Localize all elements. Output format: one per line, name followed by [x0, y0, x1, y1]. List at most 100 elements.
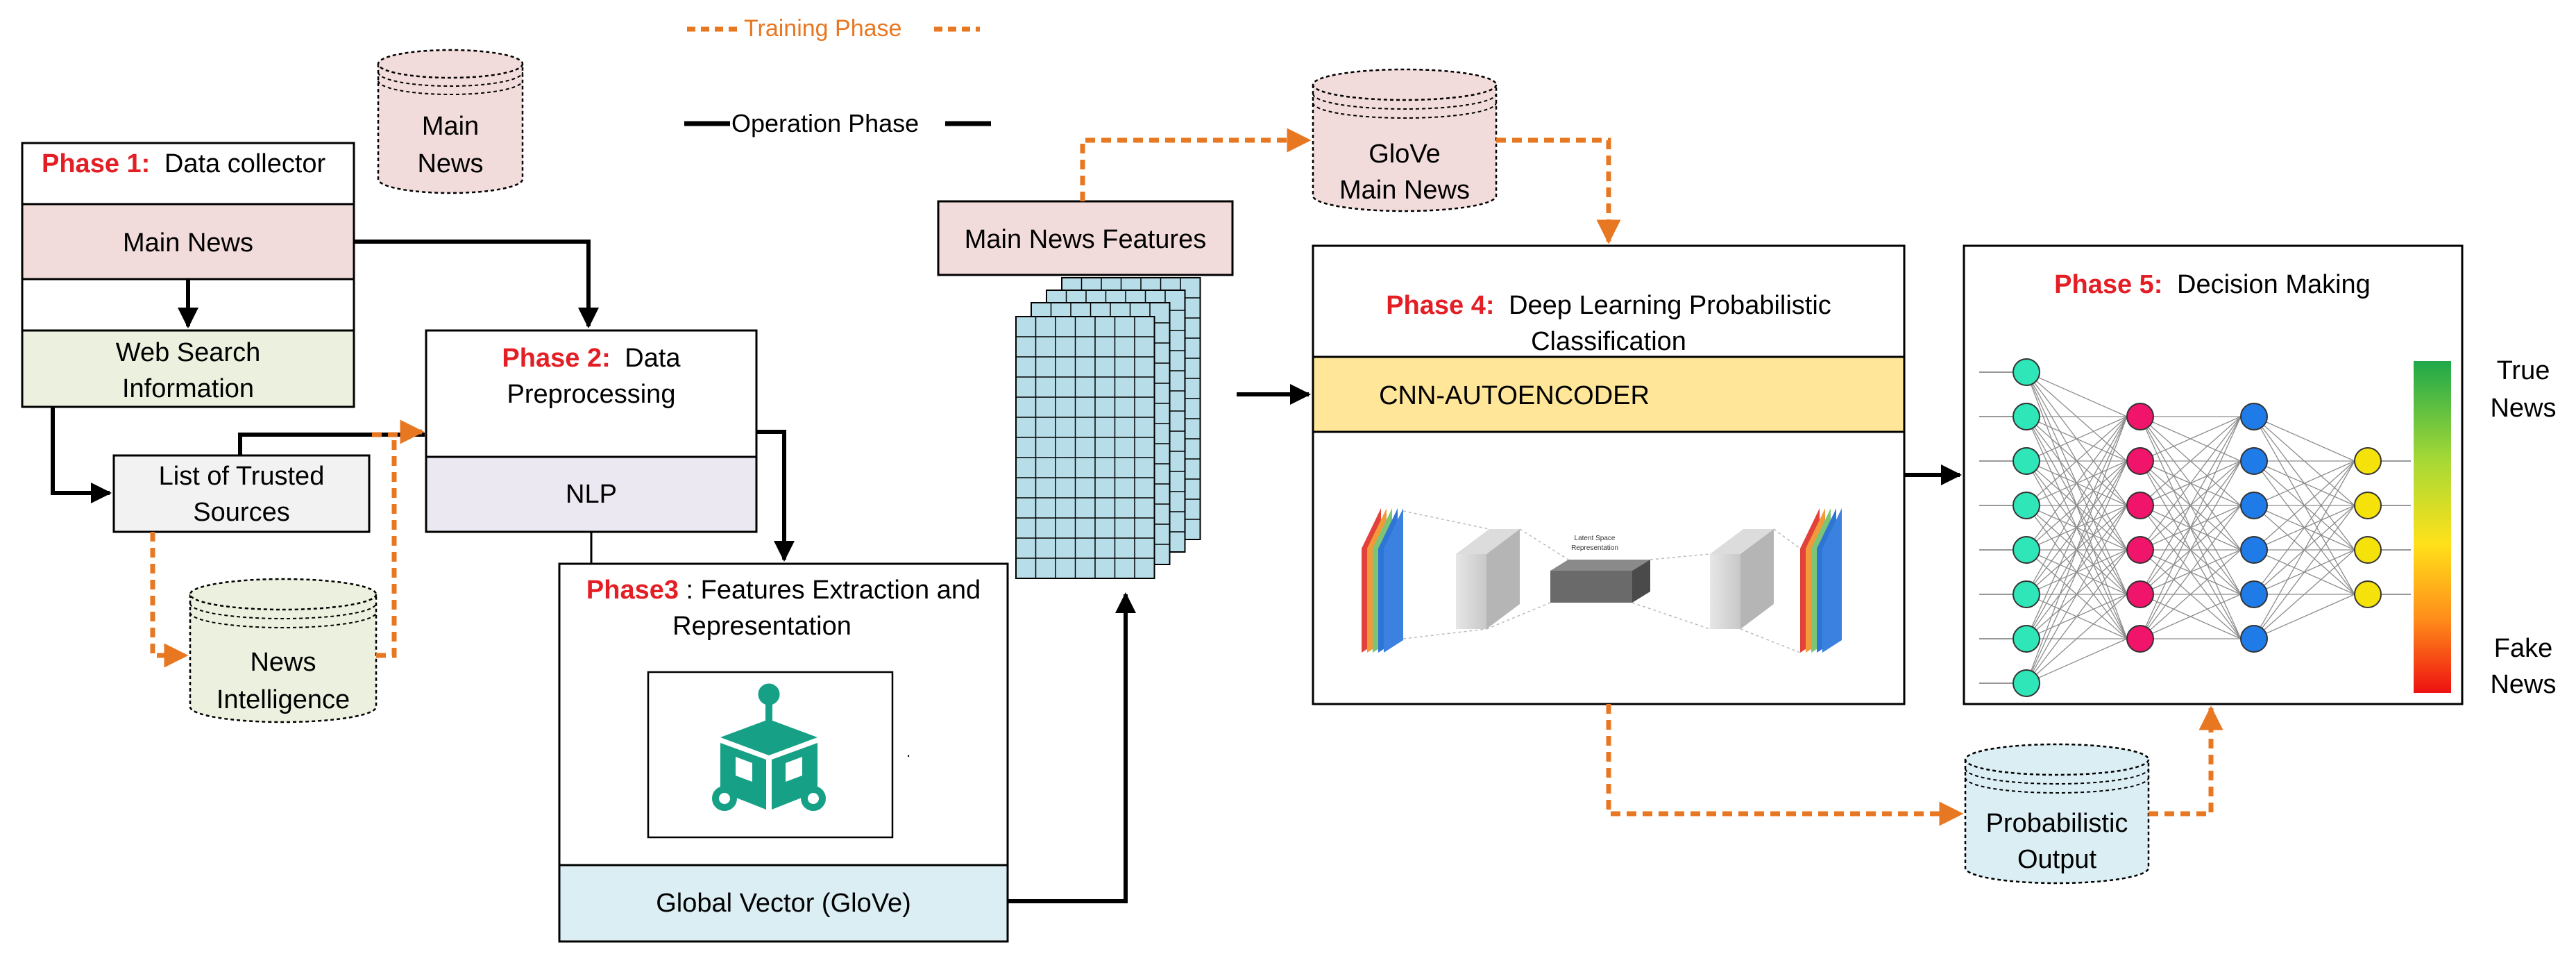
network-node-hidden-1 — [2126, 580, 2154, 608]
network-edge — [2139, 505, 2242, 639]
network-edge — [2139, 549, 2242, 639]
network-edge — [2139, 416, 2242, 506]
network-node-input — [2012, 536, 2040, 564]
main-news-db-line2: News — [417, 149, 483, 178]
svg-text:Phase 2: Data: Phase 2: Data — [502, 344, 681, 373]
trusted-sources: List of Trusted Sources — [112, 454, 371, 533]
news-intelligence-database: News Intelligence — [189, 578, 378, 723]
network-edge — [2253, 416, 2355, 462]
probabilistic-output-database: Probabilistic Output — [1964, 743, 2150, 885]
phase1-tag: Phase 1: — [42, 149, 150, 178]
phase5-tag: Phase 5: — [2054, 270, 2162, 299]
phase4-tag: Phase 4: — [1386, 291, 1494, 320]
network-node-output — [2354, 536, 2382, 564]
feature-matrix-layer — [1015, 316, 1155, 579]
svg-text:Phase 5: Decision Making: Phase 5: Decision Making — [2054, 270, 2371, 299]
phase3-feature-extraction: Phase3 : Features Extraction and Represe… — [558, 562, 1009, 943]
network-edge — [2026, 371, 2128, 417]
network-edge — [2026, 549, 2128, 684]
fake-news-line2: News — [2490, 670, 2556, 699]
network-edge — [2026, 416, 2128, 462]
network-node-hidden-1 — [2126, 403, 2154, 430]
line-intelligence-to-phase2 — [376, 435, 397, 658]
network-node-hidden-2 — [2240, 403, 2268, 430]
network-node-output — [2354, 447, 2382, 475]
network-node-hidden-1 — [2126, 447, 2154, 475]
network-edge — [2026, 505, 2128, 684]
true-news-line2: News — [2490, 394, 2556, 423]
news-intelligence-line2: Intelligence — [217, 685, 350, 714]
true-news-line1: True — [2497, 356, 2550, 385]
network-node-hidden-2 — [2240, 536, 2268, 564]
glove-dot: . — [906, 743, 910, 760]
network-edge — [2026, 594, 2128, 684]
phase1-title: Data collector — [164, 149, 326, 178]
phase2-title-1: Data — [625, 344, 681, 373]
network-node-input — [2012, 580, 2040, 608]
arrow-trusted-to-phase2-training — [372, 419, 425, 444]
network-edges — [1979, 371, 2411, 684]
phase3-title-2: Representation — [672, 612, 851, 641]
network-edge — [2253, 460, 2355, 639]
network-edge — [2253, 460, 2355, 551]
network-node-hidden-2 — [2240, 580, 2268, 608]
phase2-preprocessing: Phase 2: Data Preprocessing NLP — [425, 329, 758, 533]
arrow-trusted-to-intelligence — [150, 532, 189, 668]
svg-text:Phase 4: Deep Learning: Phase 4: Deep Learning Probabilistic — [1386, 291, 1831, 320]
fake-news-line1: Fake — [2494, 634, 2552, 663]
arrow-phase2-to-phase3 — [756, 430, 795, 562]
network-edge — [2139, 416, 2242, 551]
network-edge — [2026, 416, 2128, 595]
main-news-label: Main News — [123, 228, 253, 258]
arrow-features-to-glove-db — [1080, 128, 1312, 201]
web-search-line2: Information — [122, 374, 254, 403]
latent-space-label-2: Representation — [1571, 544, 1618, 552]
network-node-input — [2012, 492, 2040, 519]
network-edge — [2253, 594, 2355, 639]
trusted-sources-line1: List of Trusted — [159, 462, 325, 491]
glove-db-line1: GloVe — [1368, 140, 1441, 169]
line-trusted-to-phase2 — [238, 433, 425, 455]
network-edge — [2253, 460, 2355, 595]
network-node-output — [2354, 492, 2382, 519]
network-edge — [2026, 416, 2128, 639]
glove-db-line2: Main News — [1339, 176, 1470, 205]
network-edge — [2026, 416, 2128, 551]
network-edge — [2139, 460, 2242, 639]
network-edge — [2026, 416, 2128, 684]
network-node-hidden-2 — [2240, 447, 2268, 475]
legend-operation-label: Operation Phase — [731, 109, 919, 137]
web-search-line1: Web Search — [116, 338, 260, 367]
prob-output-line1: Probabilistic — [1986, 809, 2128, 838]
glove-box — [558, 864, 1009, 943]
arrow-prob-output-to-phase5 — [2149, 705, 2223, 817]
network-node-input — [2012, 447, 2040, 475]
glove-label: Global Vector (GloVe) — [656, 889, 911, 918]
glove-main-news-database: GloVe Main News — [1312, 68, 1498, 212]
nlp-label: NLP — [566, 480, 617, 509]
network-node-hidden-1 — [2126, 536, 2154, 564]
network-edge — [2253, 505, 2355, 639]
network-edge — [2253, 460, 2355, 506]
phase5-decision-making: Phase 5: Decision Making — [1963, 244, 2464, 705]
phase1-data-collector: Phase 1: Data collector Main News Web Se… — [21, 142, 355, 408]
main-news-database: Main News — [377, 49, 524, 194]
features-label-box — [937, 200, 1234, 276]
network-node-input — [2012, 403, 2040, 430]
arrow-glove-to-features — [1008, 592, 1136, 903]
phase2-tag: Phase 2: — [502, 344, 610, 373]
arrow-phase4-to-prob-output — [1606, 704, 1964, 826]
network-edge — [2139, 594, 2242, 639]
svg-text:Phase3 : Features Extrac: Phase3 : Features Extraction and — [586, 576, 981, 605]
arrow-websearch-to-trusted — [51, 407, 112, 503]
network-edge — [2026, 460, 2128, 684]
cnn-autoencoder-label: CNN-AUTOENCODER — [1379, 381, 1650, 410]
network-edge — [2139, 416, 2242, 639]
network-node-hidden-2 — [2240, 492, 2268, 519]
phase3-title-1: : Features Extraction and — [686, 576, 981, 605]
operation-arrows — [51, 240, 1962, 903]
network-edge — [2026, 638, 2128, 684]
latent-space-label-1: Latent Space — [1575, 535, 1616, 542]
phase2-title-2: Preprocessing — [507, 380, 676, 409]
